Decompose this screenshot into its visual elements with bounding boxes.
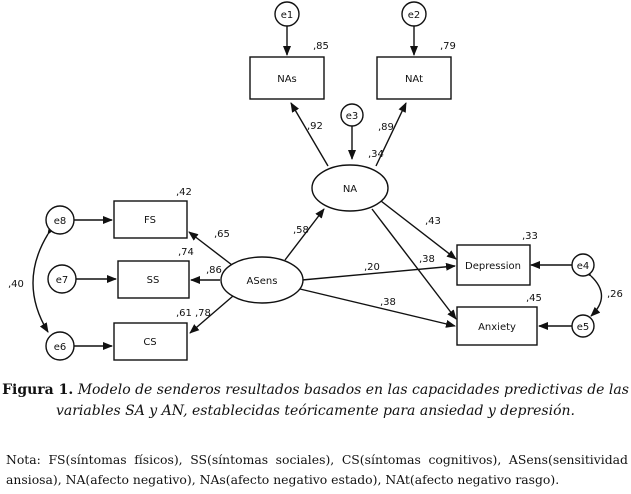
cov-e8-e6: ,40 <box>8 279 24 290</box>
box-ss: SS <box>117 260 190 299</box>
box-anxiety: Anxiety <box>456 306 538 346</box>
r2-nas: ,85 <box>313 41 329 52</box>
figure-label: Figura 1. <box>2 382 74 398</box>
error-e8: e8 <box>45 205 75 235</box>
figure-caption: Figura 1. Modelo de senderos resultados … <box>0 380 631 422</box>
r2-anxiety: ,45 <box>526 293 542 304</box>
error-e4: e4 <box>571 253 595 277</box>
error-e5: e5 <box>571 314 595 338</box>
latent-asens: ASens <box>220 256 304 304</box>
coef-na-nat: ,89 <box>378 122 394 133</box>
coef-na-depression: ,43 <box>425 216 441 227</box>
svg-text:CS: CS <box>143 337 156 348</box>
coef-na-nas: ,92 <box>307 121 323 132</box>
svg-text:e8: e8 <box>54 216 67 227</box>
r2-fs: ,42 <box>176 187 192 198</box>
error-e2: e2 <box>401 1 427 27</box>
svg-text:e6: e6 <box>54 342 67 353</box>
error-e7: e7 <box>47 264 77 294</box>
r2-cs: ,61 <box>176 308 192 319</box>
coef-asens-fs: ,65 <box>214 229 230 240</box>
coef-asens-na: ,58 <box>293 225 309 236</box>
box-fs: FS <box>113 200 188 239</box>
error-e6: e6 <box>45 331 75 361</box>
box-depression: Depression <box>456 244 531 286</box>
latent-na: NA <box>311 164 389 212</box>
error-e3: e3 <box>340 103 364 127</box>
coef-na-anxiety: ,38 <box>419 254 435 265</box>
r2-na: ,34 <box>368 149 384 160</box>
svg-text:NA: NA <box>343 184 357 195</box>
coef-asens-depression: ,20 <box>364 262 380 273</box>
svg-text:e7: e7 <box>56 275 69 286</box>
error-e1: e1 <box>274 1 300 27</box>
path-diagram: e1 e2 e3 e8 e7 e6 e4 e5 NAs NAt FS <box>8 1 623 361</box>
svg-text:ASens: ASens <box>247 276 278 287</box>
box-cs: CS <box>113 322 188 361</box>
svg-text:e4: e4 <box>577 261 590 272</box>
figure-note: Nota: FS(síntomas físicos), SS(síntomas … <box>6 452 628 487</box>
svg-text:FS: FS <box>144 215 156 226</box>
svg-text:e1: e1 <box>281 10 294 21</box>
r2-depression: ,33 <box>522 231 538 242</box>
figure-text: Modelo de senderos resultados basados en… <box>55 382 629 419</box>
coef-asens-ss: ,86 <box>206 265 222 276</box>
r2-nat: ,79 <box>440 41 456 52</box>
svg-text:NAt: NAt <box>405 74 423 85</box>
svg-text:NAs: NAs <box>277 74 297 85</box>
box-nat: NAt <box>376 56 452 100</box>
box-nas: NAs <box>249 56 325 100</box>
svg-text:Anxiety: Anxiety <box>478 322 516 333</box>
coef-asens-cs: ,78 <box>195 308 211 319</box>
svg-text:e5: e5 <box>577 322 590 333</box>
svg-text:Depression: Depression <box>465 261 521 272</box>
r2-ss: ,74 <box>178 247 194 258</box>
coef-asens-anxiety: ,38 <box>380 297 396 308</box>
svg-text:SS: SS <box>147 275 160 286</box>
svg-text:e3: e3 <box>346 111 359 122</box>
cov-e4-e5: ,26 <box>607 289 623 300</box>
svg-text:e2: e2 <box>408 10 421 21</box>
